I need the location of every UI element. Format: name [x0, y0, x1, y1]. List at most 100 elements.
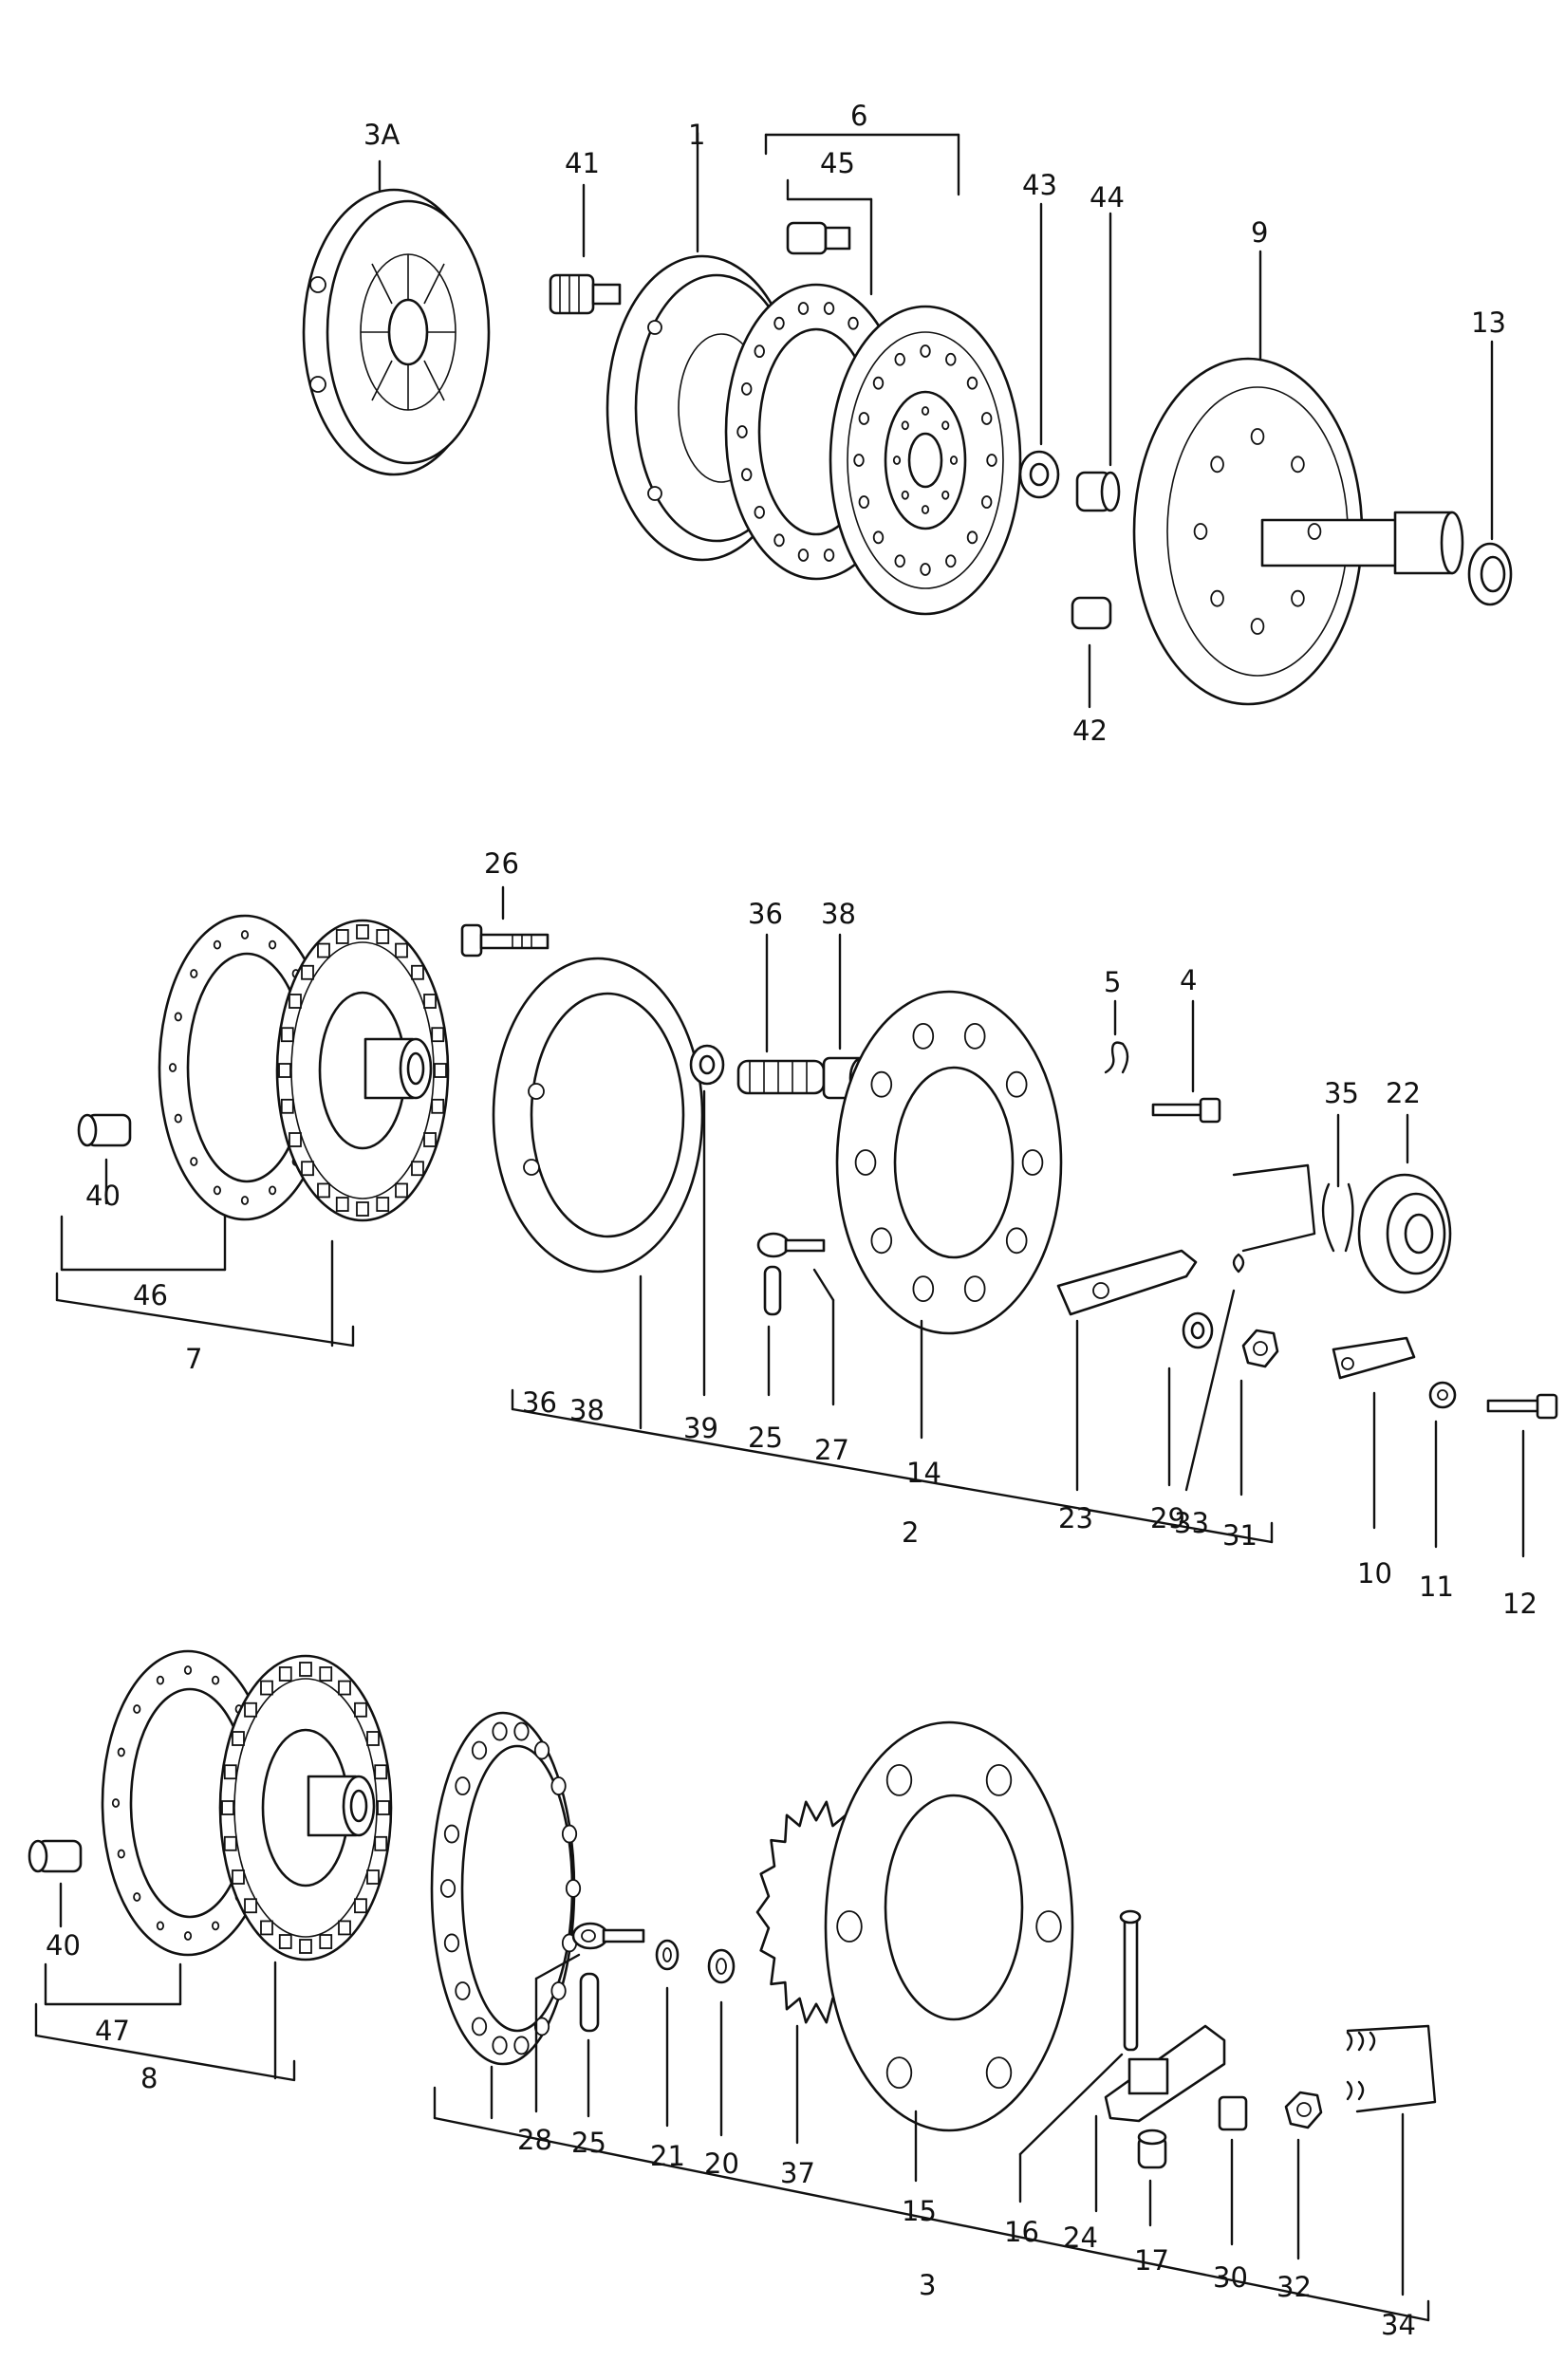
- hole: [513, 2036, 530, 2055]
- callout-47: 47: [95, 2015, 130, 2047]
- part-40-pin-b: [28, 1839, 83, 1873]
- hole: [1035, 1910, 1062, 1943]
- hole: [190, 1157, 198, 1166]
- part-4-bolt: [1151, 1097, 1221, 1124]
- hole: [901, 490, 909, 500]
- disc-pads: [221, 1662, 390, 1954]
- part-7-clutch-disc: [275, 919, 450, 1222]
- callout-36-a: 36: [748, 898, 783, 930]
- lining-pad: [260, 1680, 273, 1696]
- lining-pad: [278, 1934, 292, 1949]
- disc-pads: [278, 924, 447, 1217]
- hole: [848, 316, 859, 330]
- lining-pad: [223, 1764, 237, 1780]
- callout-38-a: 38: [821, 898, 856, 930]
- lining-pad: [317, 942, 330, 958]
- lining-pad: [411, 1161, 424, 1177]
- lining-pad: [223, 1835, 237, 1851]
- callout-6: 6: [850, 100, 867, 132]
- hole: [870, 1227, 893, 1255]
- lining-pad: [376, 1197, 390, 1212]
- part-35-clip: [1232, 1163, 1354, 1253]
- lining-pad: [395, 942, 408, 958]
- callout-3: 3: [919, 2269, 936, 2301]
- callout-38-b: 38: [569, 1394, 605, 1426]
- hole: [823, 549, 835, 562]
- part-24-release-lever: [1104, 2024, 1226, 2123]
- hole: [754, 344, 765, 359]
- hole: [920, 344, 931, 358]
- callout-33: 33: [1174, 1507, 1209, 1539]
- hole: [213, 1185, 222, 1196]
- lining-pad: [278, 1063, 291, 1078]
- lining-pad: [366, 1869, 380, 1885]
- part-10-link: [1332, 1336, 1416, 1380]
- hole: [1307, 523, 1322, 540]
- hole: [885, 1763, 913, 1796]
- lining-pad: [431, 1098, 445, 1114]
- part-16-pin: [1119, 1909, 1142, 2052]
- lining-pad: [299, 1662, 312, 1677]
- hole: [941, 420, 950, 431]
- callout-11: 11: [1419, 1571, 1454, 1603]
- hole: [858, 495, 870, 509]
- hole: [912, 1275, 935, 1303]
- lining-pad: [335, 1197, 349, 1212]
- hole: [211, 1921, 220, 1931]
- lining-pad: [278, 1666, 292, 1682]
- lining-pad: [423, 1132, 437, 1147]
- hole: [980, 412, 993, 425]
- hole: [174, 1113, 182, 1124]
- hole: [168, 1063, 177, 1072]
- hole: [156, 1921, 165, 1931]
- callout-25-a: 25: [748, 1422, 783, 1454]
- lining-pad: [356, 1201, 369, 1217]
- hole: [1250, 618, 1265, 635]
- hole: [455, 1776, 471, 1795]
- hole: [980, 495, 993, 509]
- lining-pad: [232, 1731, 245, 1746]
- hole: [133, 1892, 141, 1902]
- callout-40-a: 40: [85, 1180, 121, 1212]
- hole: [117, 1747, 125, 1757]
- callout-45: 45: [820, 147, 855, 179]
- lining-pad: [319, 1934, 333, 1949]
- lining-pad: [301, 964, 314, 980]
- part-29-washer: [1182, 1311, 1214, 1349]
- lining-pad: [289, 994, 302, 1009]
- callout-9: 9: [1251, 216, 1268, 249]
- hole: [550, 1776, 567, 1795]
- hole: [183, 1665, 193, 1675]
- callout-25-b: 25: [571, 2127, 606, 2159]
- callout-16: 16: [1004, 2216, 1039, 2248]
- hole: [1005, 1227, 1028, 1255]
- hole: [190, 969, 198, 978]
- callout-5: 5: [1104, 966, 1121, 998]
- hole: [894, 554, 905, 568]
- lining-pad: [301, 1161, 314, 1177]
- hole: [1021, 1149, 1044, 1176]
- part-13-seal: [1467, 542, 1513, 606]
- hole: [985, 2056, 1013, 2090]
- part-42-pin: [1071, 596, 1112, 630]
- lining-pad: [356, 924, 369, 939]
- callout-7: 7: [185, 1343, 202, 1375]
- hole: [443, 1824, 460, 1844]
- hole: [183, 1931, 193, 1941]
- hole: [471, 2017, 488, 2036]
- hole: [797, 549, 810, 562]
- lining-pad: [366, 1731, 380, 1746]
- hole: [921, 406, 930, 416]
- hole: [945, 352, 957, 366]
- lining-pad: [299, 1939, 312, 1954]
- part-8-clutch-disc: [218, 1654, 393, 1962]
- lining-pad: [244, 1701, 257, 1718]
- hole: [211, 1675, 220, 1685]
- callout-26: 26: [484, 847, 519, 880]
- hole: [949, 456, 959, 465]
- hole: [823, 302, 835, 315]
- lining-pad: [280, 1027, 294, 1043]
- callout-2: 2: [902, 1516, 919, 1549]
- part-22-release-bearing: [1357, 1173, 1452, 1294]
